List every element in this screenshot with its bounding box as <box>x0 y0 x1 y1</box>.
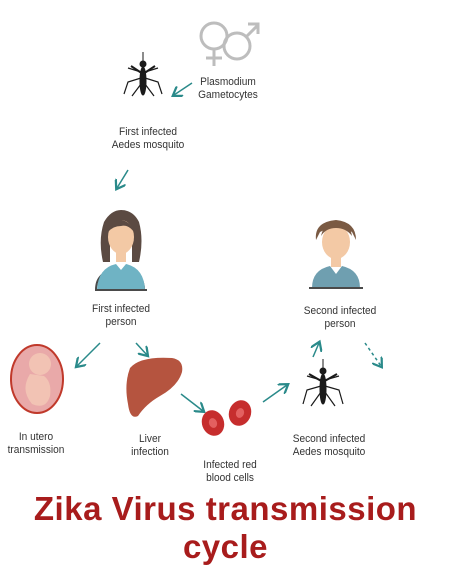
second-mosquito-label: Second infected Aedes mosquito <box>280 433 378 459</box>
female-male-symbols-icon <box>201 23 258 66</box>
arrow-gametocytes-to-mosquito <box>174 83 192 95</box>
diagram-title: Zika Virus transmission cycle <box>0 490 451 566</box>
arrow-person2-dashed <box>365 343 381 366</box>
gametocytes-label: Plasmodium Gametocytes <box>191 76 265 102</box>
first-mosquito-label: First infected Aedes mosquito <box>104 126 192 152</box>
blood-label: Infected red blood cells <box>193 459 267 485</box>
arrow-person-to-utero <box>77 343 100 366</box>
mosquito-icon <box>124 52 162 96</box>
liver-label: Liver infection <box>122 433 177 459</box>
fetus-icon <box>11 345 63 413</box>
arrow-mosquito-to-person2 <box>313 343 319 357</box>
arrow-blood-to-mosquito <box>263 385 287 402</box>
woman-avatar-icon <box>95 210 147 290</box>
arrow-mosquito-to-person <box>117 170 128 188</box>
arrow-person-to-liver <box>136 343 147 355</box>
man-avatar-icon <box>309 220 363 288</box>
red-blood-cells-icon <box>198 397 255 439</box>
arrow-liver-to-blood <box>181 394 203 411</box>
second-person-label: Second infected person <box>296 305 384 331</box>
first-person-label: First infected person <box>80 303 163 329</box>
liver-icon <box>126 358 182 417</box>
mosquito-icon <box>303 359 343 406</box>
in-utero-label: In utero transmission <box>3 431 69 457</box>
